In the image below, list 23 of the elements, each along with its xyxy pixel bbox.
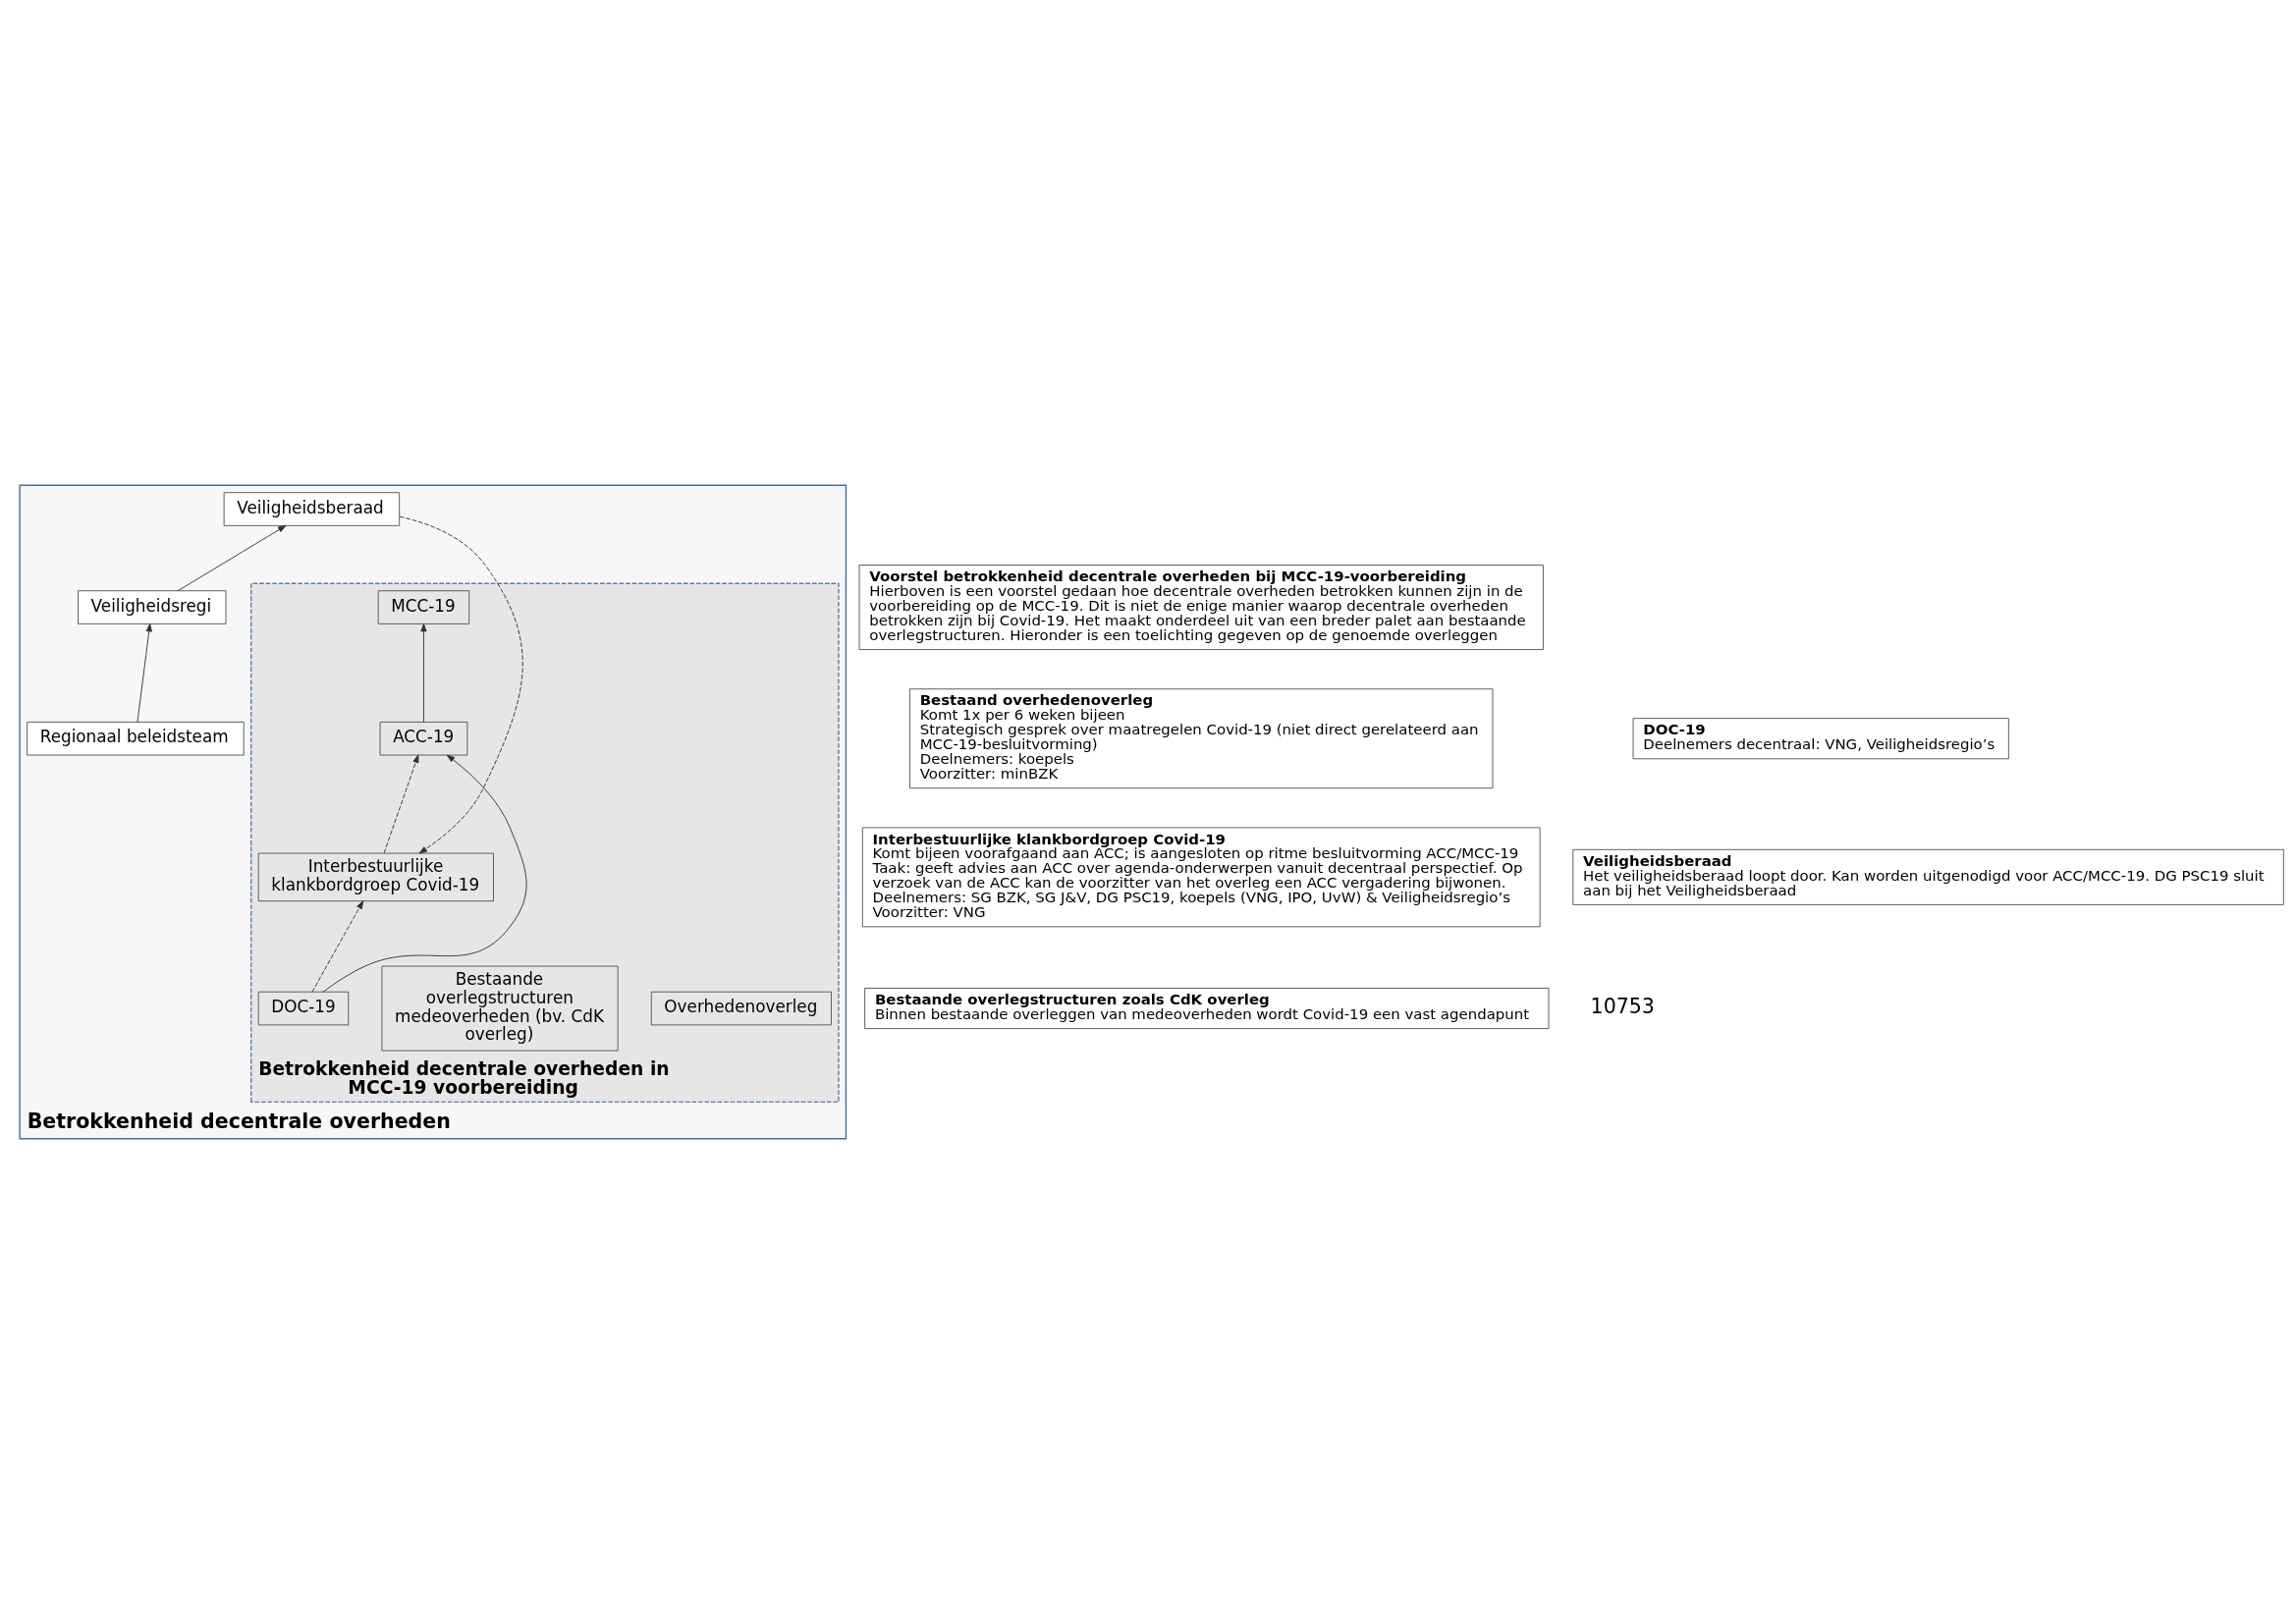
- node-box: Bestaande overlegstructuren zoals CdK overleg Binnen bestaande overleggen van medeoverheden wordt Covid-19 een vast agendapunt: [864, 988, 1550, 1030]
- arrow: [399, 515, 523, 854]
- arrow: [137, 623, 152, 723]
- node-box: Regionaal beleidsteam: [27, 721, 245, 756]
- node-box: MCC-19: [377, 590, 470, 624]
- node-box: Bestaande overlegstructuren medeoverheden (bv. CdK overleg): [381, 965, 619, 1052]
- node-box: Veiligheidsberaad: [223, 492, 401, 526]
- node-box: Interbestuurlijke klankbordgroep Covid-19: [257, 852, 494, 902]
- node-box: Overhedenoverleg: [650, 991, 832, 1026]
- node-box: Voorstel betrokkenheid decentrale overheden bij MCC-19-voorbereiding Hierboven is een voorstel gedaan hoe decentrale overheden betrokken kunnen zijn in de voorbereiding op de MCC-19. Dit is niet de enige manier waarop decentrale overheden betrokken zijn bij Covid-19. Het maakt onderdeel uit van een breder palet aan bestaande overlegstructuren. Hieronder is een toelichting gegeven op de genoemde overleggen: [858, 565, 1544, 650]
- node-box: Bestaand overhedenoverleg Komt 1x per 6 weken bijeen Strategisch gesprek over maatregelen Covid-19 (niet direct gerelateerd aan MCC-19-besluitvorming) Deelnemers: koepels Voorzitter: minBZK: [908, 688, 1494, 789]
- node-box: Veiligheidsregi: [78, 590, 227, 624]
- label: 10753: [1590, 995, 1655, 1019]
- arrow: [383, 754, 419, 854]
- node-box: Interbestuurlijke klankbordgroep Covid-19 Komt bijeen voorafgaand aan ACC; is aangesloten op ritme besluitvorming ACC/MCC-19 Taak: geeft advies aan ACC over agenda-onderwerpen vanuit decentraal perspectief. Op verzoek van de ACC kan de voorzitter van het overleg een ACC vergadering bijwonen. Deelnemers: SG BZK, SG J&V, DG PSC19, koepels (VNG, IPO, UvW) & Veiligheidsregio’s Voorzitter: VNG: [861, 827, 1541, 928]
- arrow: [420, 623, 427, 723]
- arrow: [311, 900, 364, 993]
- node-box: ACC-19: [379, 721, 468, 756]
- arrow: [177, 524, 287, 592]
- node-box: DOC-19: [257, 991, 350, 1026]
- node-box: DOC-19 Deelnemers decentraal: VNG, Veiligheidsregio’s: [1632, 718, 2009, 760]
- arrow: [322, 754, 527, 993]
- node-box: Veiligheidsberaad Het veiligheidsberaad loopt door. Kan worden uitgenodigd voor ACC/MCC-19. DG PSC19 sluit aan bij het Veiligheidsberaad: [1572, 848, 2284, 905]
